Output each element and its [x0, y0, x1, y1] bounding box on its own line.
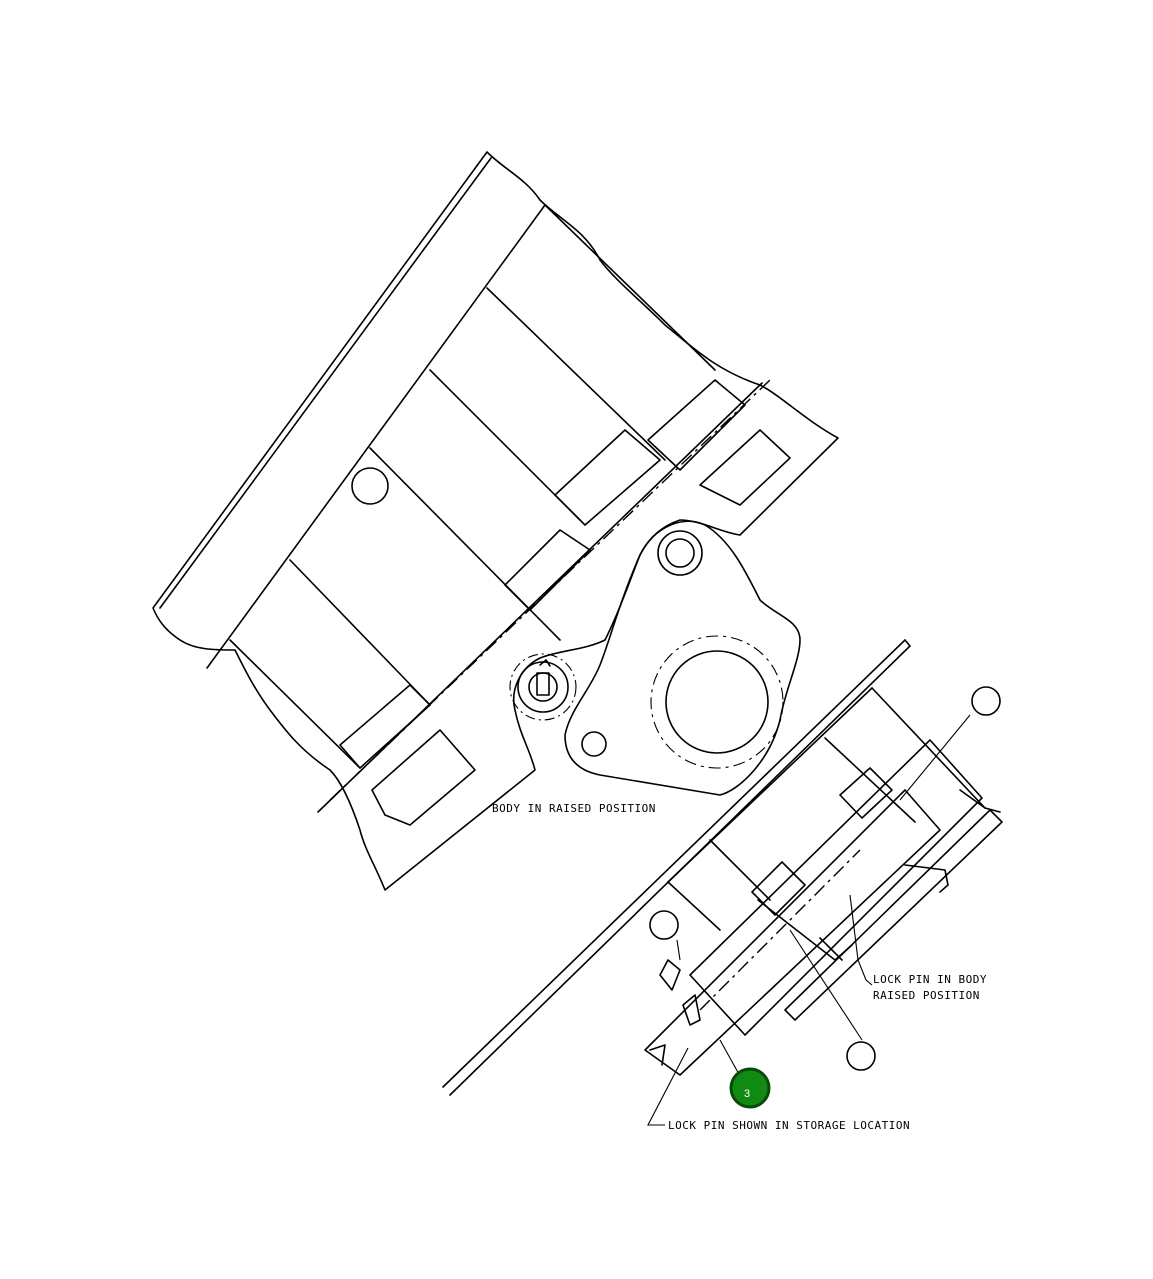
leader-lines — [647, 714, 971, 1126]
callouts: 3 — [649, 686, 1001, 1109]
callout-bottom-right[interactable] — [846, 1041, 876, 1071]
lock-pin-assembly — [644, 739, 1003, 1076]
callout-left[interactable] — [649, 910, 679, 940]
callout-number: 3 — [744, 1088, 750, 1100]
label-lock-pin-raised-2: RAISED POSITION — [873, 989, 980, 1002]
label-lock-pin-storage: LOCK PIN SHOWN IN STORAGE LOCATION — [668, 1119, 910, 1132]
callout-highlighted[interactable]: 3 — [729, 1067, 771, 1109]
dump-body — [152, 151, 839, 891]
callout-top-right[interactable] — [971, 686, 1001, 716]
frame-rail — [442, 639, 1001, 1096]
label-body-raised: BODY IN RAISED POSITION — [492, 802, 656, 815]
hinge-bracket — [564, 520, 801, 796]
label-lock-pin-raised-1: LOCK PIN IN BODY — [873, 973, 987, 986]
pivot-pin — [509, 653, 577, 721]
